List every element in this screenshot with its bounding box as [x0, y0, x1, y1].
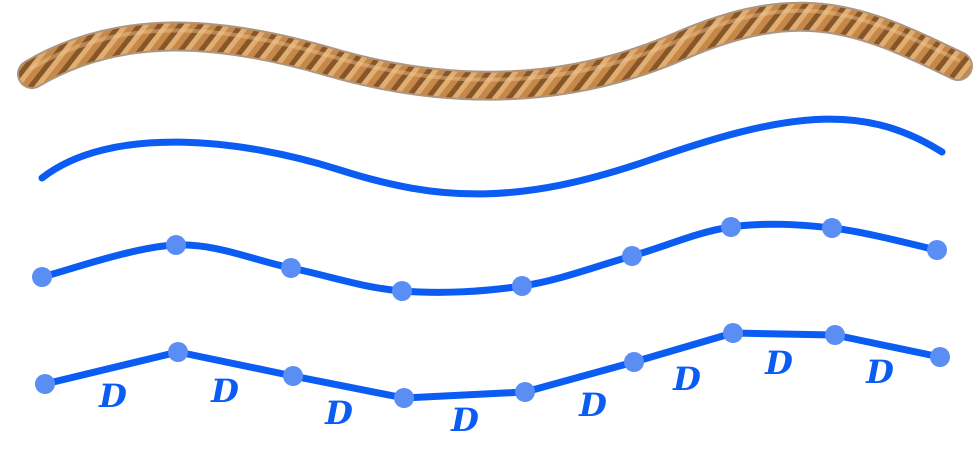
segment-label-8: D: [865, 353, 894, 391]
curve-node-4: [392, 281, 412, 301]
curve-node-5: [512, 276, 532, 296]
segment-label-1: D: [98, 377, 127, 415]
curve-with-nodes: [32, 217, 947, 301]
curve-node-6: [622, 246, 642, 266]
curve-node-1: [32, 267, 52, 287]
curve-node-7: [721, 217, 741, 237]
rope-image: [17, 1, 973, 101]
segment-label-4: D: [450, 401, 479, 439]
polyline-node-2: [168, 342, 188, 362]
segment-label-3: D: [324, 394, 353, 432]
polyline-node-4: [394, 388, 414, 408]
polyline-node-8: [825, 325, 845, 345]
curve-node-8: [822, 218, 842, 238]
segment-label-7: D: [764, 344, 793, 382]
polyline-node-3: [283, 366, 303, 386]
segment-label-6: D: [672, 360, 701, 398]
curve-node-9: [927, 240, 947, 260]
segment-label-2: D: [210, 372, 239, 410]
polyline-with-nodes: D D D D D D D D: [35, 323, 950, 439]
polyline-node-1: [35, 374, 55, 394]
polyline-node-5: [515, 382, 535, 402]
polyline-node-6: [624, 352, 644, 372]
curve-node-3: [281, 258, 301, 278]
curve-node-2: [166, 235, 186, 255]
polyline-node-7: [723, 323, 743, 343]
polyline-node-9: [930, 347, 950, 367]
segment-label-5: D: [578, 386, 607, 424]
node-curve-line: [38, 220, 941, 296]
smooth-curve: [38, 115, 946, 198]
